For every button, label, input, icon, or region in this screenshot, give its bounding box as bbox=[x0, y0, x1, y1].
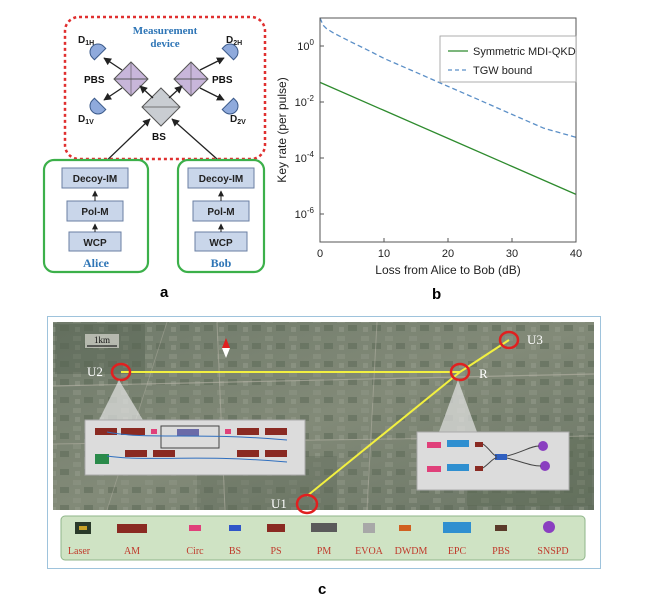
svg-text:Decoy-IM: Decoy-IM bbox=[199, 174, 243, 185]
dwdm-icon bbox=[399, 525, 411, 531]
chart-legend: Symmetric MDI-QKD TGW bound bbox=[439, 35, 577, 83]
node-u1-ring bbox=[295, 493, 319, 515]
node-u2-label: U2 bbox=[87, 364, 103, 379]
node-r-label: R bbox=[479, 366, 488, 381]
legend-snspd: SNSPD bbox=[537, 546, 568, 557]
plot-frame bbox=[319, 17, 577, 243]
x-axis-label: Loss from Alice to Bob (dB) bbox=[375, 263, 520, 277]
y-tick-label: 100 bbox=[297, 38, 314, 53]
measurement-title: Measurement bbox=[133, 25, 198, 37]
north-arrow-icon bbox=[222, 338, 230, 358]
svg-text:WCP: WCP bbox=[83, 238, 107, 249]
measurement-title-device: device bbox=[150, 38, 179, 50]
series-line-symmetric-mdi-qkd bbox=[319, 81, 577, 195]
relay-setup-inset bbox=[416, 431, 570, 491]
laser-icon bbox=[75, 522, 91, 534]
node-u2-ring bbox=[110, 362, 132, 382]
x-tick-label: 40 bbox=[570, 248, 582, 260]
node-u1-label: U1 bbox=[271, 496, 287, 511]
alice-label: Alice bbox=[83, 256, 110, 270]
legend-pbs: PBS bbox=[492, 546, 510, 557]
pm-icon bbox=[311, 523, 337, 532]
legend-dwdm: DWDM bbox=[395, 546, 428, 557]
panel-c-letter: c bbox=[318, 581, 327, 598]
pbs-right-label: PBS bbox=[212, 75, 233, 86]
y-tick-label: 10-4 bbox=[295, 150, 315, 165]
node-u3-ring bbox=[498, 330, 520, 350]
map-scale-bar: 1km bbox=[85, 334, 119, 348]
bs-label: BS bbox=[152, 132, 166, 143]
detector-d2v-icon bbox=[221, 97, 239, 115]
x-tick-label: 0 bbox=[317, 248, 323, 260]
y-tick-label: 10-6 bbox=[295, 206, 315, 221]
x-tick-label: 20 bbox=[442, 248, 454, 260]
alice-setup-inset bbox=[84, 419, 306, 476]
panel-b-letter: b bbox=[432, 286, 442, 303]
pbs-component-icon bbox=[495, 525, 507, 531]
ps-icon bbox=[267, 524, 285, 532]
svg-text:1km: 1km bbox=[94, 335, 110, 345]
legend-entry-symmetric: Symmetric MDI-QKD bbox=[473, 46, 576, 58]
panel-a-diagram: Measurement device D1H D2H D1V D2V PBS P… bbox=[42, 15, 267, 274]
node-u3-label: U3 bbox=[527, 332, 543, 347]
bob-decoy-im bbox=[187, 167, 255, 189]
bs-icon bbox=[141, 87, 181, 127]
component-legend: Laser AM Circ BS PS PM EVOA DWDM EPC PBS… bbox=[60, 515, 586, 561]
x-tick-label: 10 bbox=[378, 248, 390, 260]
alice-decoy-im bbox=[61, 167, 129, 189]
epc-icon bbox=[443, 522, 471, 533]
svg-text:Pol-M: Pol-M bbox=[81, 207, 108, 218]
y-tick-label: 10-2 bbox=[295, 94, 315, 109]
node-r-ring bbox=[449, 362, 471, 382]
measurement-device-box bbox=[63, 15, 267, 161]
legend-ps: PS bbox=[270, 546, 281, 557]
bs-component-icon bbox=[229, 525, 241, 531]
series-line-tgw-bound bbox=[319, 17, 577, 138]
legend-epc: EPC bbox=[448, 546, 467, 557]
legend-bs: BS bbox=[229, 546, 241, 557]
circ-icon bbox=[189, 525, 201, 531]
panel-b-chart: 0 10 20 30 40 100 10-2 10-4 10-6 Key rate (per p… bbox=[275, 17, 582, 277]
panel-a-letter: a bbox=[160, 284, 169, 301]
detector-d1v-icon bbox=[89, 97, 107, 115]
detector-d2h-label: D2H bbox=[226, 35, 242, 47]
panel-c-map: 1km U2 R U3 U1 bbox=[52, 321, 595, 561]
bob-label: Bob bbox=[211, 256, 232, 270]
link-r-u1 bbox=[306, 371, 461, 497]
am-icon bbox=[117, 524, 147, 533]
detector-d1h-label: D1H bbox=[78, 35, 94, 47]
pbs-left-label: PBS bbox=[84, 75, 105, 86]
evoa-icon bbox=[363, 523, 375, 533]
y-axis-label: Key rate (per pulse) bbox=[275, 77, 289, 182]
legend-entry-tgw: TGW bound bbox=[473, 65, 532, 77]
detector-d1h-icon bbox=[89, 43, 107, 61]
legend-evoa: EVOA bbox=[355, 546, 384, 557]
detector-d2h-icon bbox=[221, 43, 239, 61]
x-tick-label: 30 bbox=[506, 248, 518, 260]
svg-text:WCP: WCP bbox=[209, 238, 233, 249]
detector-d2v-label: D2V bbox=[230, 114, 246, 126]
legend-laser: Laser bbox=[68, 546, 91, 557]
legend-circ: Circ bbox=[186, 546, 204, 557]
legend-pm: PM bbox=[317, 546, 332, 557]
legend-am: AM bbox=[124, 546, 140, 557]
snspd-icon bbox=[543, 521, 555, 533]
svg-text:Decoy-IM: Decoy-IM bbox=[73, 174, 117, 185]
detector-d1v-label: D1V bbox=[78, 114, 94, 126]
svg-text:Pol-M: Pol-M bbox=[207, 207, 234, 218]
